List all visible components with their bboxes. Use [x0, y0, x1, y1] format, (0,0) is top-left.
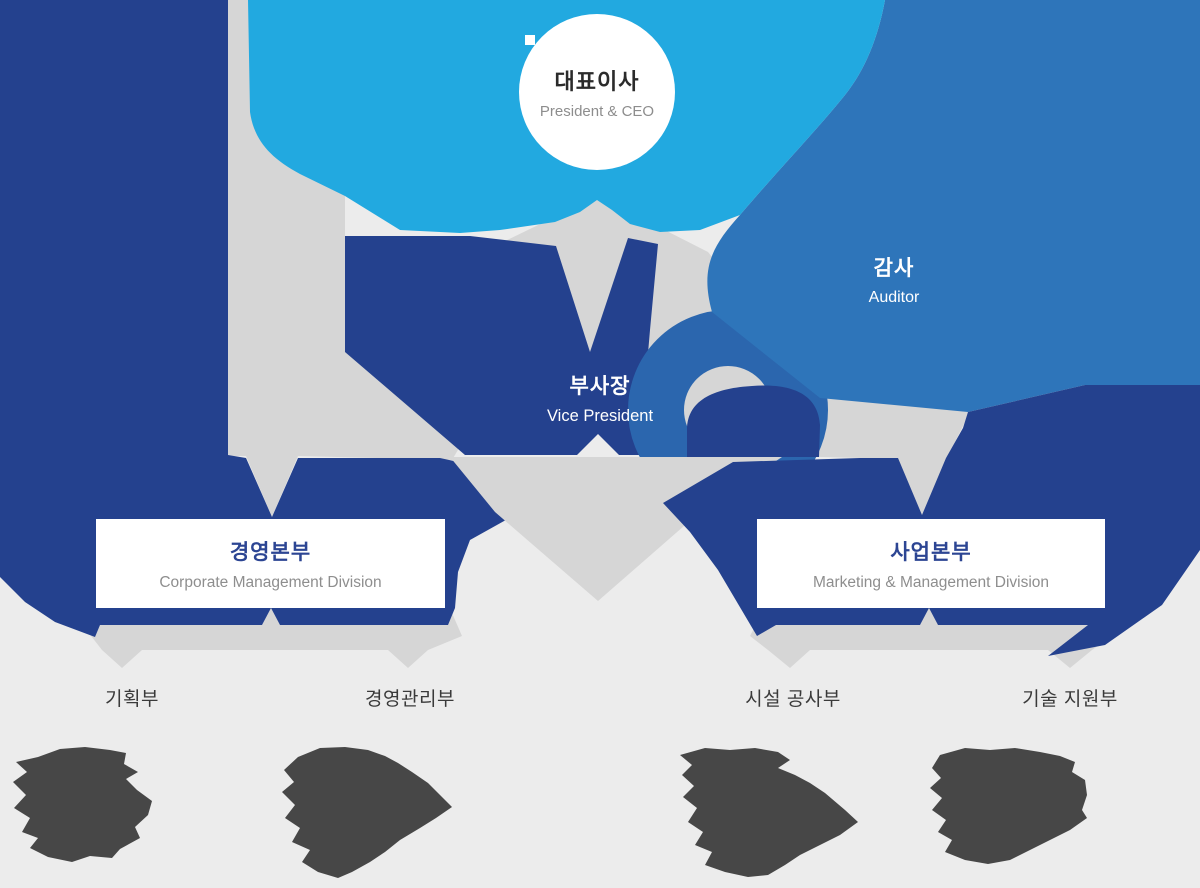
redaction-blob-4 [930, 748, 1087, 864]
department-label-planning: 기획부 [105, 689, 159, 710]
division-management-title: 경영본부 [229, 540, 312, 564]
ceo-title: 대표이사 [554, 69, 640, 94]
redaction-blob-3 [680, 748, 858, 877]
node-ceo: 대표이사 President & CEO [519, 14, 675, 170]
navy-blob-left [0, 0, 538, 637]
node-vice-president: 부사장 Vice President [500, 370, 700, 426]
redaction-blob-2 [282, 747, 452, 878]
redaction-blob-1 [13, 747, 152, 862]
node-division-management: 경영본부 Corporate Management Division [96, 519, 445, 608]
department-label-construction: 시설 공사부 [745, 689, 841, 710]
medium-blue-blob-auditor [707, 0, 1200, 412]
node-division-business: 사업본부 Marketing & Management Division [757, 519, 1105, 608]
division-business-subtitle: Marketing & Management Division [812, 573, 1050, 591]
connector-left-branch-band [88, 608, 462, 668]
vice-president-subtitle: Vice President [546, 407, 654, 425]
department-label-tech-support: 기술 지원부 [1022, 689, 1118, 710]
vice-president-title: 부사장 [569, 375, 631, 398]
ceo-subtitle: President & CEO [539, 103, 655, 120]
auditor-title: 감사 [873, 257, 915, 280]
department-label-management: 경영관리부 [365, 689, 455, 710]
node-auditor: 감사 Auditor [794, 252, 994, 307]
swirl-inner-shape [687, 385, 820, 457]
division-management-subtitle: Corporate Management Division [159, 573, 382, 591]
connector-right-branch-band [750, 608, 1112, 668]
deco-square-white [525, 35, 535, 45]
auditor-subtitle: Auditor [868, 289, 920, 306]
navy-blob-vice-president [345, 236, 660, 455]
division-business-title: 사업본부 [890, 540, 972, 564]
